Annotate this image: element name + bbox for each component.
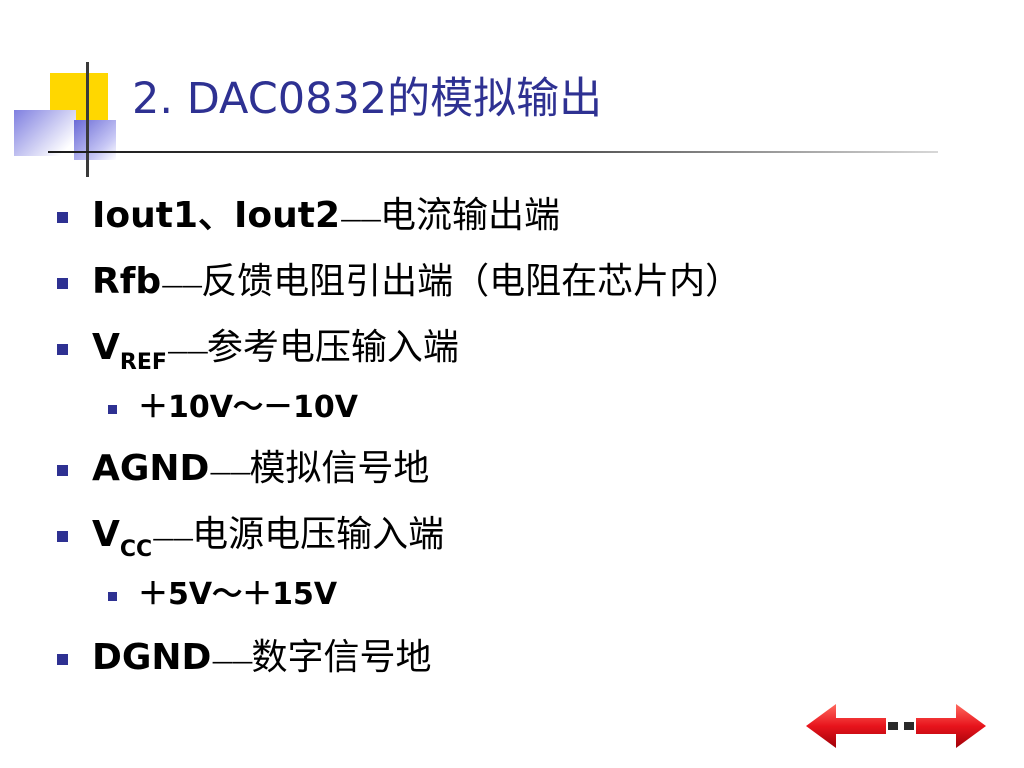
value-range: ＋10V～－10V (138, 390, 358, 425)
navigation-arrows (806, 704, 986, 748)
list-item: AGND——模拟信号地 (92, 449, 429, 494)
description: 电流输出端 (380, 195, 561, 236)
term: Iout1、Iout2 (92, 195, 341, 236)
term: V (92, 327, 120, 368)
bullet-icon (108, 405, 117, 414)
subscript: REF (119, 350, 167, 375)
left-arrow-icon[interactable] (806, 704, 898, 748)
description: 数字信号地 (251, 637, 432, 678)
bullet-icon (57, 344, 68, 355)
description: 反馈电阻引出端（电阻在芯片内） (201, 261, 742, 302)
decor-blue-square-2 (74, 120, 116, 160)
bullet-icon (57, 278, 68, 289)
term: V (92, 514, 120, 555)
term: DGND (92, 637, 212, 678)
description: 模拟信号地 (249, 448, 430, 489)
dash: —— (161, 274, 203, 299)
bullet-icon (57, 654, 68, 665)
term: AGND (92, 448, 210, 489)
list-item: VREF——参考电压输入端 (92, 328, 459, 383)
description: 电源电压输入端 (192, 514, 445, 555)
title-underline (48, 151, 938, 153)
dash: —— (166, 340, 209, 365)
dash: —— (152, 527, 194, 552)
value-range: ＋5V～＋15V (138, 577, 338, 612)
decor-vertical-line (86, 62, 89, 177)
bullet-icon (108, 592, 117, 601)
subscript: CC (119, 537, 153, 562)
bullet-icon (57, 531, 68, 542)
list-item: Iout1、Iout2——电流输出端 (92, 196, 560, 241)
bullet-icon (57, 212, 68, 223)
dash: —— (340, 208, 382, 233)
right-arrow-icon[interactable] (904, 704, 986, 748)
sub-list-item: ＋10V～－10V (138, 391, 358, 425)
list-item: DGND——数字信号地 (92, 638, 431, 683)
bullet-icon (57, 465, 68, 476)
dash: —— (211, 650, 253, 675)
dash: —— (209, 461, 251, 486)
list-item: VCC——电源电压输入端 (92, 515, 444, 570)
slide-title: 2. DAC0832的模拟输出 (132, 74, 603, 124)
sub-list-item: ＋5V～＋15V (138, 578, 337, 612)
list-item: Rfb——反馈电阻引出端（电阻在芯片内） (92, 262, 741, 307)
description: 参考电压输入端 (206, 327, 459, 368)
term: Rfb (92, 261, 162, 302)
decor-blue-square (14, 110, 76, 156)
